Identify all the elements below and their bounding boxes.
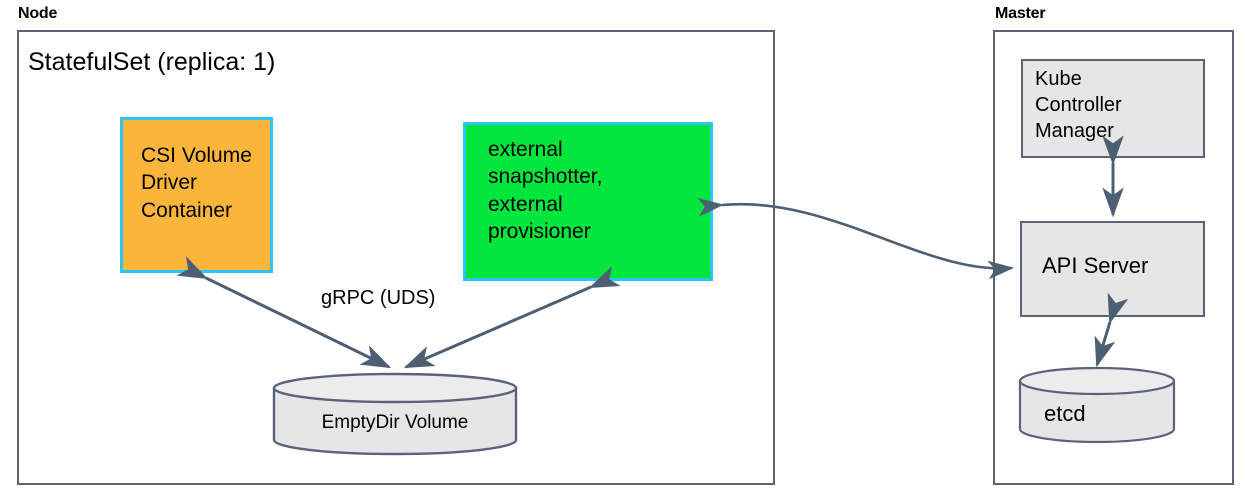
group-label-node: Node: [18, 5, 58, 22]
group-label-master: Master: [995, 5, 1046, 22]
node-external-snapshotter-provisioner-label: external snapshotter, external provision…: [488, 138, 603, 243]
node-etcd-label: etcd: [1044, 401, 1086, 426]
node-kube-controller-manager-label: Kube Controller Manager: [1035, 68, 1122, 142]
node-api-server-label: API Server: [1042, 253, 1149, 278]
cylinder-shape-emptydir: [272, 372, 518, 456]
node-api-server[interactable]: API Server: [1020, 221, 1205, 317]
edge-label-grpc-uds: gRPC (UDS): [321, 287, 436, 309]
node-csi-volume-driver-container[interactable]: CSI Volume Driver Container: [120, 117, 273, 273]
statefulset-title: StatefulSet (replica: 1): [28, 48, 276, 76]
node-emptydir-volume[interactable]: EmptyDir Volume: [272, 372, 518, 456]
node-etcd[interactable]: etcd: [1018, 366, 1176, 444]
node-external-snapshotter-provisioner[interactable]: external snapshotter, external provision…: [463, 122, 713, 281]
cylinder-shape-etcd: [1018, 366, 1176, 444]
node-csi-volume-driver-container-label: CSI Volume Driver Container: [141, 144, 252, 222]
node-emptydir-volume-label: EmptyDir Volume: [321, 412, 469, 433]
node-kube-controller-manager[interactable]: Kube Controller Manager: [1021, 59, 1205, 158]
